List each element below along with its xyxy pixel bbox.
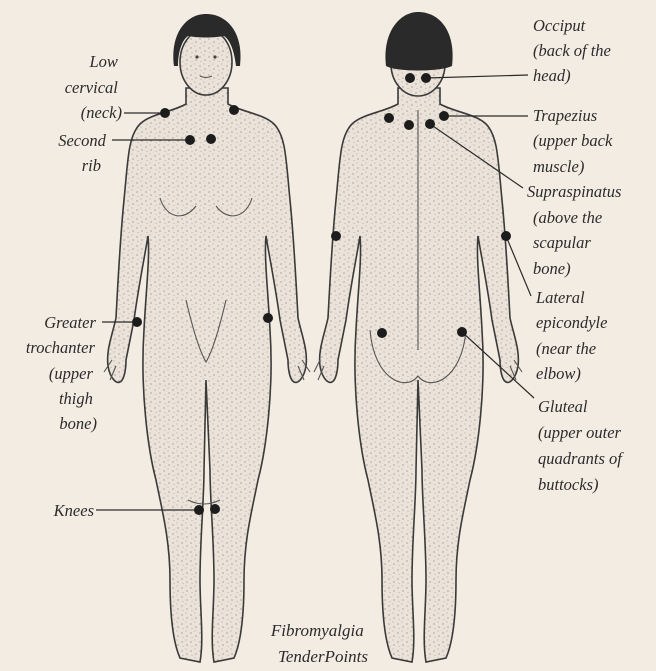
label-occiput: Occiput (back of the head) [533,16,615,85]
tender-point [206,134,216,144]
tender-point [185,135,195,145]
label-gluteal: Gluteal (upper outer quadrants of buttoc… [538,397,626,494]
tender-point [331,231,341,241]
diagram-caption: Fibromyalgia TenderPoints [270,621,369,666]
tender-point [405,73,415,83]
tender-point [229,105,239,115]
tender-point [421,73,431,83]
label-supraspinatus: Supraspinatus (above the scapular bone) [527,182,626,278]
tender-point [194,505,204,515]
tender-point [404,120,414,130]
tender-point [425,119,435,129]
label-greater-trochanter: Greater trochanter (upper thigh bone) [26,313,100,433]
tender-point [384,113,394,123]
tender-point [160,108,170,118]
label-lateral-epicondyle: Lateral epicondyle (near the elbow) [535,288,612,383]
label-knees: Knees [53,501,94,520]
tender-point [210,504,220,514]
tender-point [439,111,449,121]
tender-point [132,317,142,327]
label-low-cervical: Low cervical (neck) [65,52,122,122]
label-trapezius: Trapezius (upper back muscle) [533,106,616,176]
label-second-rib: Second rib [58,131,110,175]
front-figure [104,14,310,662]
tender-point [501,231,511,241]
tender-point [263,313,273,323]
tender-point [377,328,387,338]
leader-lateral-epicondyle [506,236,531,296]
tender-point [457,327,467,337]
back-figure [314,12,522,662]
back-hair [385,12,452,71]
